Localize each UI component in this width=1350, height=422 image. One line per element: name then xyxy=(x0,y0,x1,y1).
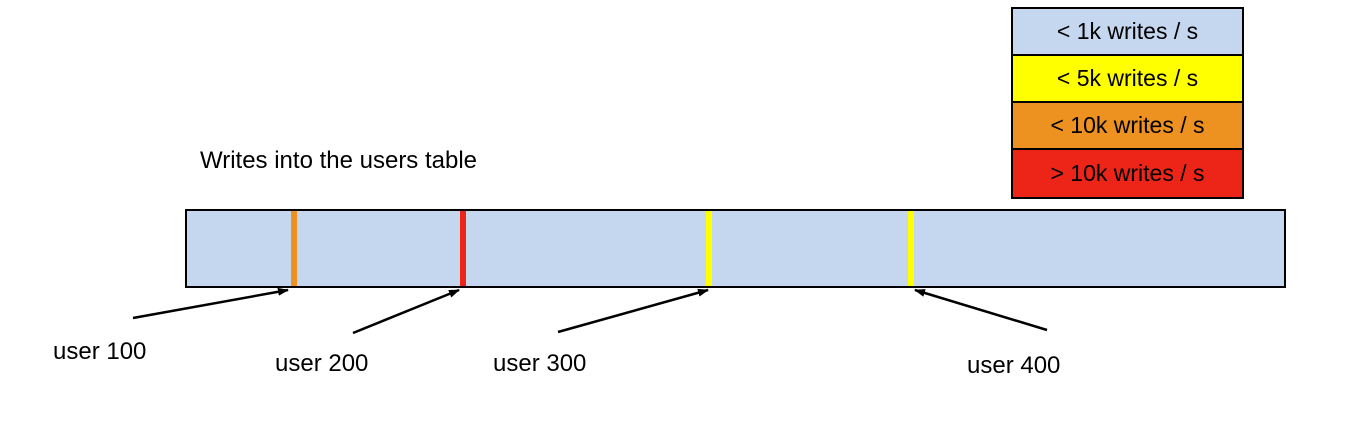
callout-label-user-100: user 100 xyxy=(53,338,147,365)
legend: < 1k writes / s < 5k writes / s < 10k wr… xyxy=(1011,7,1244,199)
user-300-arrow xyxy=(557,288,709,334)
callout-label-user-200: user 200 xyxy=(275,350,369,377)
user-200-stripe xyxy=(460,211,467,286)
user-300-stripe xyxy=(706,211,713,286)
chart-title: Writes into the users table xyxy=(200,147,478,174)
legend-item-label: > 10k writes / s xyxy=(1050,160,1205,186)
legend-item-label: < 5k writes / s xyxy=(1056,65,1199,91)
user-100-arrow xyxy=(132,287,289,320)
legend-item-under-10k: < 10k writes / s xyxy=(1013,103,1242,150)
callout-label-user-400: user 400 xyxy=(967,352,1061,379)
user-400-arrow xyxy=(914,288,1048,332)
user-200-arrow xyxy=(352,288,460,335)
callout-label-user-300: user 300 xyxy=(493,350,587,377)
legend-item-label: < 10k writes / s xyxy=(1050,112,1205,138)
user-100-stripe xyxy=(290,211,297,286)
legend-item-under-5k: < 5k writes / s xyxy=(1013,56,1242,103)
legend-item-label: < 1k writes / s xyxy=(1056,18,1199,44)
legend-item-under-1k: < 1k writes / s xyxy=(1013,9,1242,56)
user-400-stripe xyxy=(908,211,915,286)
bar-fill xyxy=(187,211,1284,286)
legend-item-over-10k: > 10k writes / s xyxy=(1013,150,1242,197)
users-table-bar xyxy=(185,209,1286,288)
